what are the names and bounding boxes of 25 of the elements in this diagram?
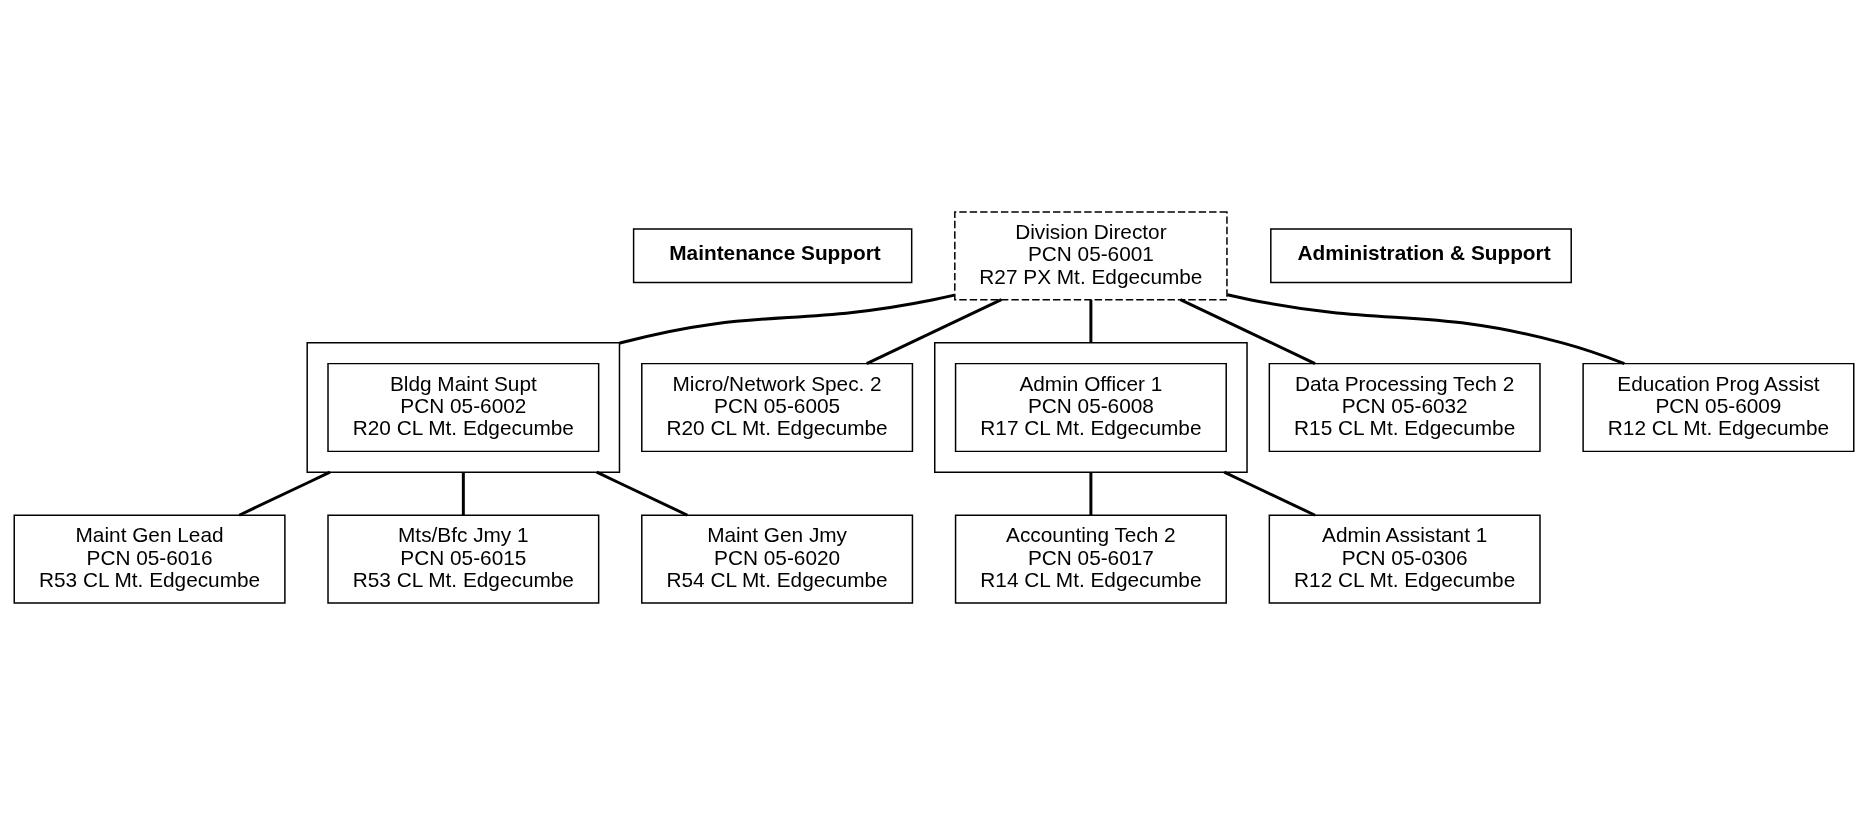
- node-box: Administration & Support: [1270, 227, 1572, 283]
- connector: [238, 470, 331, 517]
- cluster: [934, 341, 1248, 473]
- node-box: Maint Gen Lead PCN 05-6016 R53 CL Mt. Edgecumbe: [13, 514, 286, 604]
- connector: [1227, 292, 1625, 365]
- node-box: Maint Gen Jmy PCN 05-6020 R54 CL Mt. Edgecumbe: [641, 514, 914, 604]
- connector: [1223, 470, 1316, 517]
- node-box: Accounting Tech 2 PCN 05-6017 R14 CL Mt. Edgecumbe: [954, 514, 1227, 604]
- node-box: Division Director PCN 05-6001 R27 PX Mt. Edgecumbe: [954, 210, 1228, 300]
- connector: [1089, 299, 1093, 343]
- connector: [596, 470, 689, 517]
- connector: [461, 471, 465, 515]
- node-box: Admin Officer 1 PCN 05-6008 R17 CL Mt. Edgecumbe: [954, 362, 1227, 452]
- connector: [1179, 297, 1316, 365]
- connector: [866, 297, 1003, 365]
- node-box: Mts/Bfc Jmy 1 PCN 05-6015 R53 CL Mt. Edgecumbe: [327, 514, 600, 604]
- node-box: Micro/Network Spec. 2 PCN 05-6005 R20 CL Mt. Edgecumbe: [641, 362, 914, 452]
- cluster: [306, 341, 621, 473]
- node-box: Education Prog Assist PCN 05-6009 R12 CL Mt. Edgecumbe: [1582, 362, 1855, 452]
- connector: [619, 293, 955, 345]
- node-box: Admin Assistant 1 PCN 05-0306 R12 CL Mt. Edgecumbe: [1268, 514, 1541, 604]
- node-box: Bldg Maint Supt PCN 05-6002 R20 CL Mt. Edgecumbe: [327, 362, 600, 452]
- connector: [1089, 471, 1093, 515]
- node-box: Maintenance Support: [632, 227, 913, 283]
- node-box: Data Processing Tech 2 PCN 05-6032 R15 CL Mt. Edgecumbe: [1268, 362, 1541, 452]
